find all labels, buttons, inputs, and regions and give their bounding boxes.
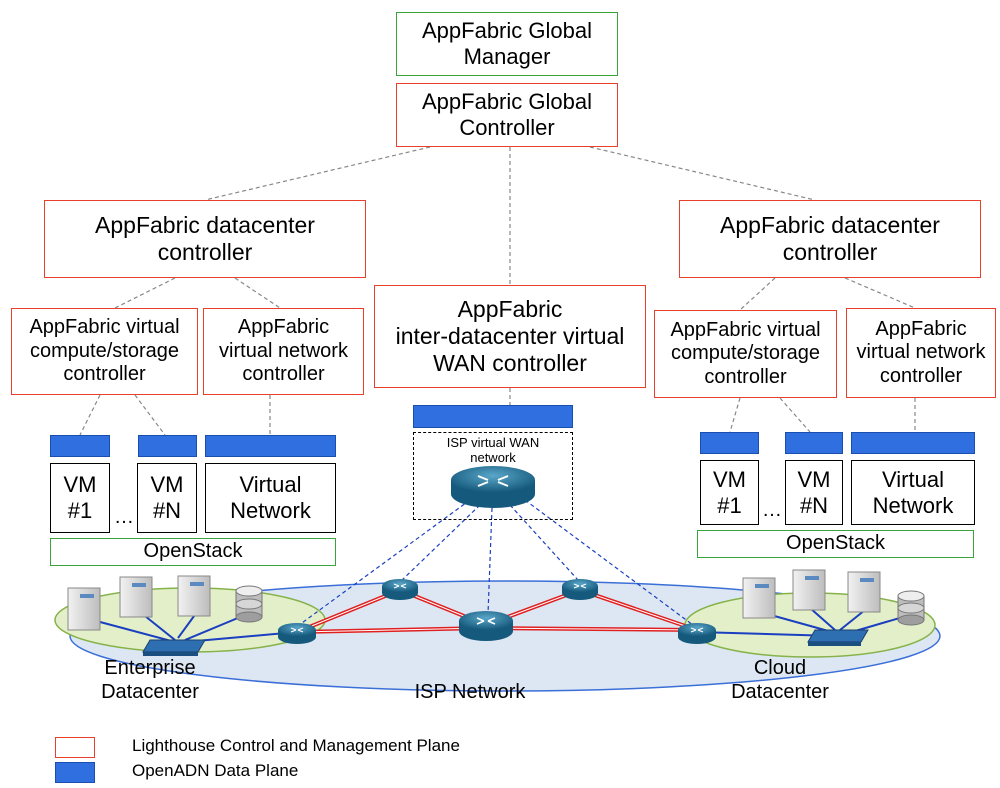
server-icon [792, 569, 826, 611]
data-plane-bar-vm1-right [700, 432, 759, 454]
server-icon [119, 576, 153, 618]
router-icon [562, 579, 598, 600]
dc-right-line-1: AppFabric datacenter [720, 211, 940, 238]
compute-left-line-3: controller [63, 363, 146, 386]
legend-control-plane-swatch [55, 737, 95, 758]
legend-data-plane-swatch [55, 762, 95, 783]
data-plane-bar-vm1-left [50, 435, 110, 457]
server-icon [742, 577, 776, 619]
vm1-left-line-2: #1 [67, 498, 93, 523]
global-controller-line-1: AppFabric Global [422, 89, 592, 115]
global-manager-line-2: Manager [463, 44, 551, 69]
network-controller-left: AppFabric virtual network controller [203, 308, 364, 395]
data-plane-bar-vnet-left [205, 435, 336, 457]
vm1-right-box: VM #1 [700, 460, 759, 525]
compute-right-line-1: AppFabric virtual [670, 318, 821, 341]
openstack-right-label: OpenStack [786, 532, 885, 555]
router-icon [451, 466, 535, 508]
vm1-left-line-1: VM [63, 472, 97, 498]
vmn-right-line-1: VM [797, 466, 831, 492]
compute-right-line-3: controller [704, 365, 787, 388]
dc-right-line-2: controller [782, 239, 878, 265]
vnet-right-line-2: Network [872, 492, 954, 518]
router-icon [382, 579, 418, 600]
vmn-left-line-1: VM [150, 472, 184, 498]
cloud-datacenter-label: Cloud Datacenter [710, 656, 850, 704]
compute-controller-right: AppFabric virtual compute/storage contro… [654, 310, 837, 398]
vnet-right-line-1: Virtual [882, 466, 944, 492]
global-manager-line-1: AppFabric Global [422, 18, 592, 44]
data-plane-bar-vnet-right [851, 432, 975, 454]
legend-control-plane-label: Lighthouse Control and Management Plane [132, 736, 460, 755]
vnet-left-line-1: Virtual [239, 472, 302, 498]
switch-icon [807, 629, 869, 646]
enterprise-datacenter-label: Enterprise Datacenter [70, 656, 230, 704]
vmn-left-box: VM #N [137, 463, 197, 533]
datacenter-controller-left: AppFabric datacenter controller [44, 200, 366, 278]
server-icon [177, 575, 211, 617]
network-controller-right: AppFabric virtual network controller [846, 308, 996, 398]
isp-wan-line-2: network [470, 450, 516, 466]
vm1-left-box: VM #1 [50, 463, 110, 533]
global-controller-box: AppFabric Global Controller [396, 83, 618, 147]
isp-network-label: ISP Network [414, 681, 526, 703]
wan-controller-line-3: WAN controller [433, 350, 587, 377]
router-icon [278, 623, 316, 644]
global-manager-box: AppFabric Global Manager [396, 12, 618, 76]
vm1-right-line-2: #1 [717, 492, 742, 518]
vmn-left-line-2: #N [152, 498, 182, 523]
vmn-right-box: VM #N [785, 460, 843, 525]
enterprise-dc-line-1: Enterprise [104, 657, 196, 679]
wan-controller-line-2: inter-datacenter virtual [395, 322, 625, 349]
database-icon [235, 585, 263, 623]
cloud-dc-line-2: Datacenter [731, 681, 829, 703]
ellipsis-left: … [114, 506, 134, 528]
dc-left-line-2: controller [157, 239, 253, 265]
compute-left-line-2: compute/storage [30, 339, 179, 362]
compute-left-line-1: AppFabric virtual [29, 316, 180, 339]
ellipsis-right: … [762, 499, 782, 521]
network-left-line-2: virtual network [219, 339, 348, 362]
vmn-right-line-2: #N [799, 492, 829, 518]
isp-wan-line-1: ISP virtual WAN [446, 435, 540, 450]
network-left-line-1: AppFabric [237, 316, 330, 339]
wan-controller-box: AppFabric inter-datacenter virtual WAN c… [374, 285, 646, 388]
network-left-line-3: controller [242, 363, 325, 386]
network-right-line-1: AppFabric [875, 317, 967, 340]
legend-data-plane-label: OpenADN Data Plane [132, 761, 299, 780]
virtual-network-right-box: Virtual Network [851, 460, 975, 525]
data-plane-bar-vmn-right [785, 432, 843, 454]
openstack-right-box: OpenStack [697, 530, 974, 558]
cloud-dc-line-1: Cloud [753, 657, 807, 679]
openstack-left-label: OpenStack [143, 540, 243, 563]
vm1-right-line-1: VM [713, 466, 746, 492]
enterprise-dc-line-2: Datacenter [101, 681, 199, 703]
network-right-line-3: controller [879, 364, 963, 387]
dc-left-line-1: AppFabric datacenter [95, 211, 315, 238]
control-links [79, 146, 916, 436]
switch-icon [142, 639, 206, 656]
compute-controller-left: AppFabric virtual compute/storage contro… [11, 308, 198, 395]
database-icon [897, 590, 925, 626]
vnet-left-line-2: Network [230, 498, 311, 523]
router-icon [459, 611, 513, 641]
compute-right-line-2: compute/storage [671, 342, 820, 365]
openstack-left-box: OpenStack [50, 538, 336, 566]
router-icon [678, 623, 716, 644]
data-plane-bar-vmn-left [138, 435, 197, 457]
data-plane-bar-wan [413, 405, 573, 428]
wan-controller-line-1: AppFabric [457, 295, 563, 322]
virtual-network-left-box: Virtual Network [205, 463, 336, 533]
global-controller-line-2: Controller [459, 115, 555, 140]
datacenter-controller-right: AppFabric datacenter controller [679, 200, 981, 278]
network-right-line-2: virtual network [856, 341, 986, 364]
isp-virtual-wan-box: ISP virtual WAN network [413, 432, 573, 520]
virtual-wan-links [294, 499, 698, 629]
server-icon [847, 571, 881, 613]
server-icon [67, 587, 101, 631]
